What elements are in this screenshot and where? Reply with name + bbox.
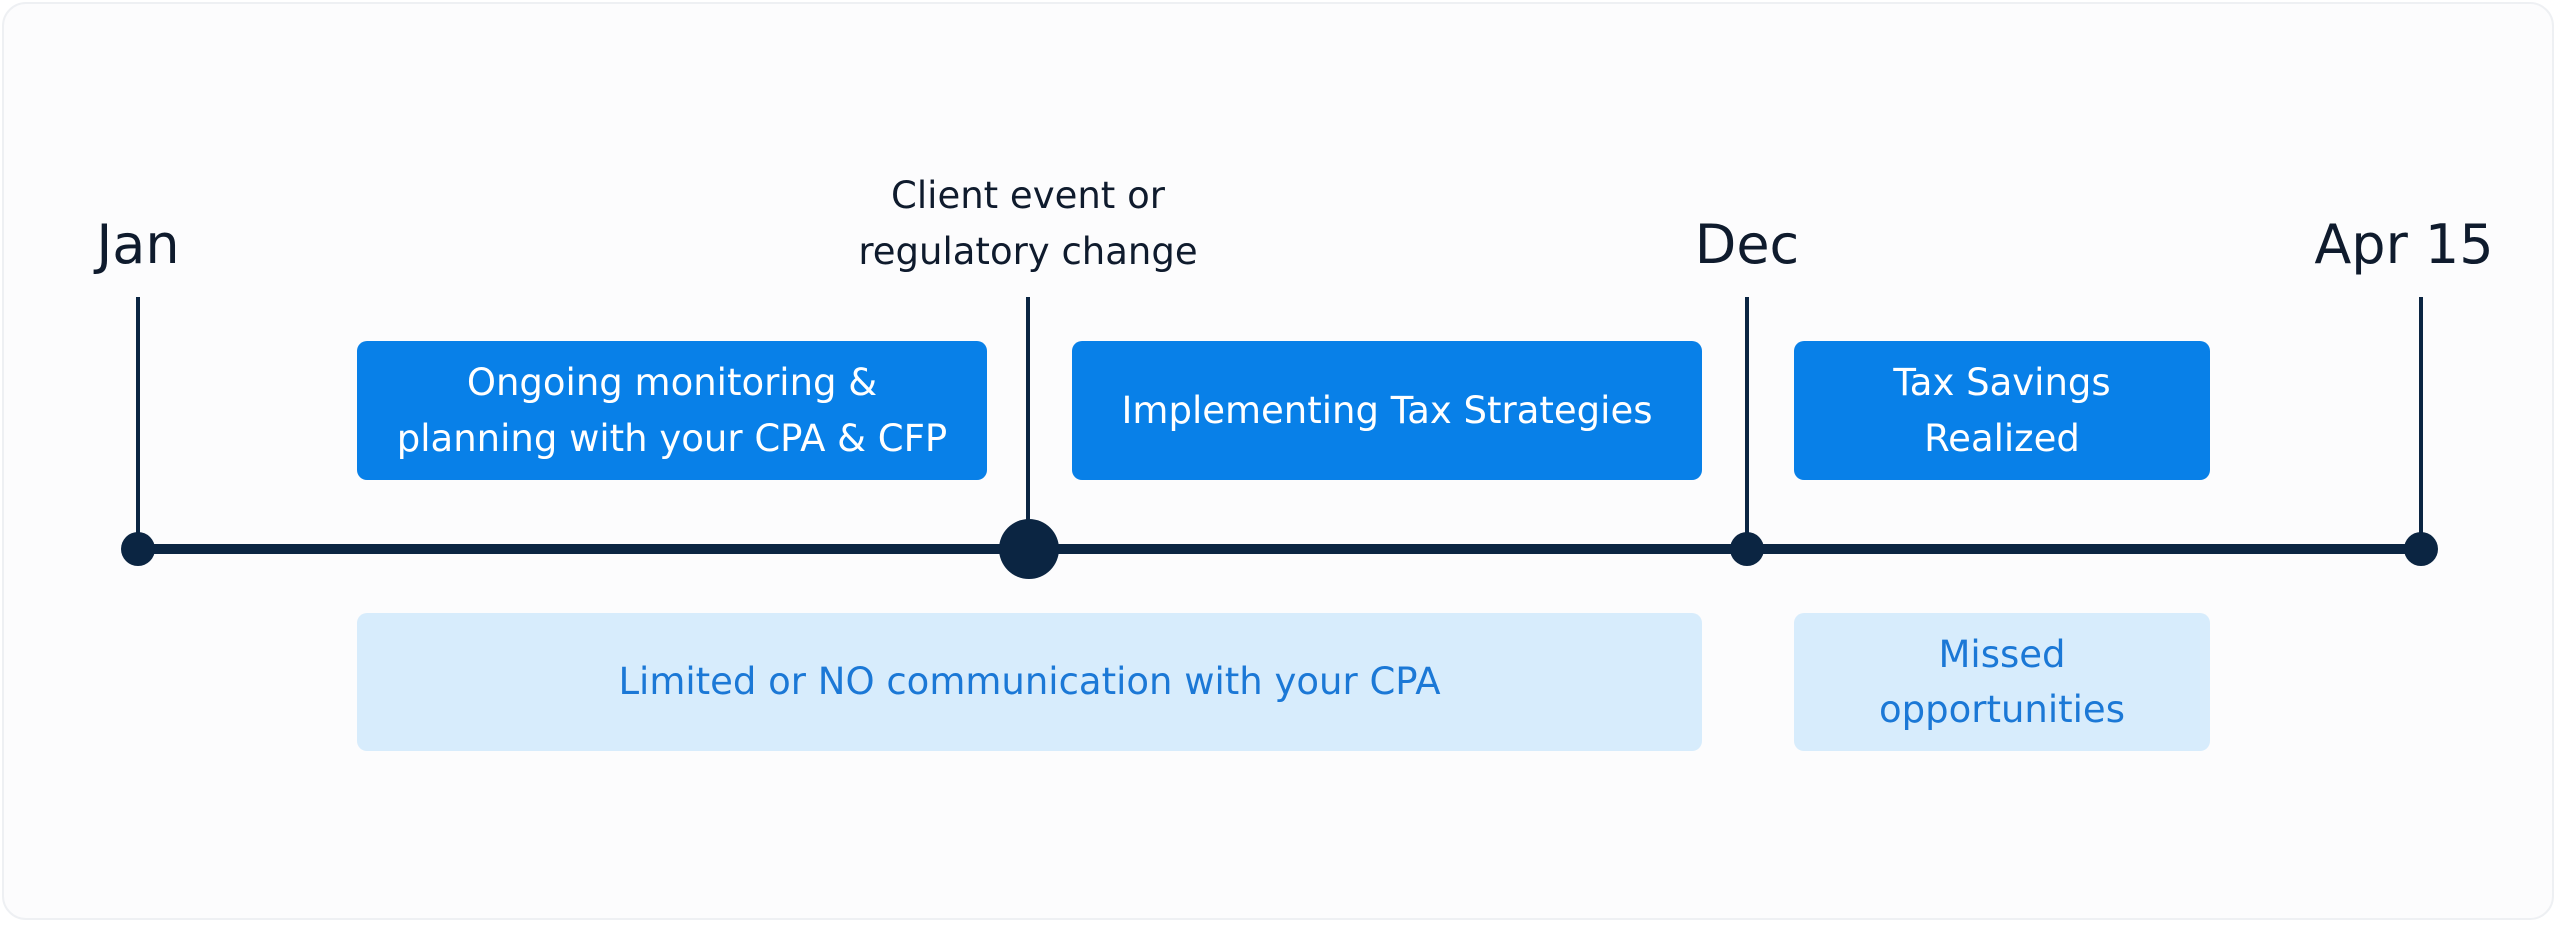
node-dec xyxy=(1730,532,1764,566)
event-label-line: regulatory change xyxy=(858,229,1198,273)
event-label: Client event or regulatory change xyxy=(858,168,1197,279)
timeline-axis xyxy=(137,544,2421,554)
box-ongoing-monitoring: Ongoing monitoring & planning with your … xyxy=(357,341,987,480)
box-text-line: Implementing Tax Strategies xyxy=(1121,388,1653,432)
tick-jan xyxy=(136,297,140,549)
box-tax-savings-realized: Tax Savings Realized xyxy=(1794,341,2210,480)
node-event xyxy=(999,519,1059,579)
box-text-line: Realized xyxy=(1924,416,2080,460)
box-text-line: planning with your CPA & CFP xyxy=(396,416,948,460)
tick-apr15 xyxy=(2419,297,2423,549)
node-jan xyxy=(121,532,155,566)
box-text-line: Ongoing monitoring & xyxy=(466,361,878,404)
box-missed-opportunities: Missed opportunities xyxy=(1794,613,2210,751)
marker-label-dec: Dec xyxy=(1694,213,1800,276)
marker-label-jan: Jan xyxy=(96,213,180,276)
node-apr15 xyxy=(2404,532,2438,566)
box-text-line: Missed xyxy=(1938,632,2066,676)
tick-event xyxy=(1026,297,1030,549)
marker-label-apr15: Apr 15 xyxy=(2314,213,2494,276)
box-implementing-tax-strategies: Implementing Tax Strategies xyxy=(1072,341,1702,480)
box-text-line: opportunities xyxy=(1879,688,2125,731)
tick-dec xyxy=(1745,297,1749,549)
box-text-line: Limited or NO communication with your CP… xyxy=(618,660,1441,704)
box-text-line: Tax Savings xyxy=(1893,361,2111,404)
box-limited-communication: Limited or NO communication with your CP… xyxy=(357,613,1702,751)
event-label-line: Client event or xyxy=(891,174,1165,217)
